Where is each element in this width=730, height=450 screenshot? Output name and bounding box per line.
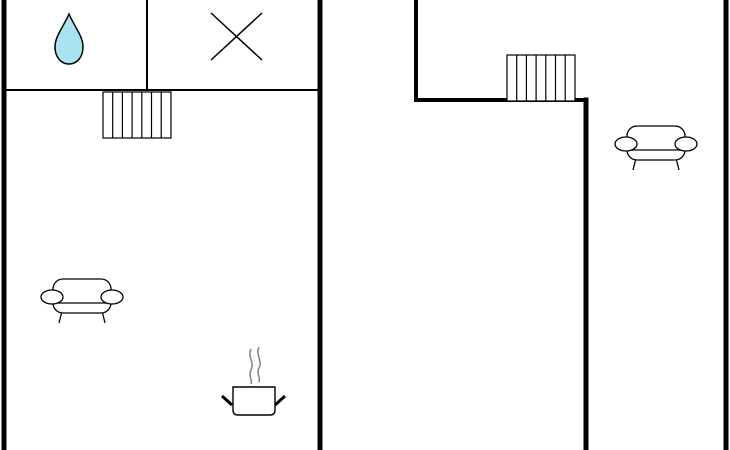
steam-icon (249, 346, 261, 385)
sofa-icon (40, 278, 124, 324)
toilet-x-icon (210, 12, 263, 61)
radiator-icon (506, 54, 576, 102)
water-drop-icon (54, 12, 84, 65)
cooking-pot-icon (220, 346, 287, 416)
sofa-icon (614, 125, 698, 171)
radiator-icon (102, 91, 172, 139)
